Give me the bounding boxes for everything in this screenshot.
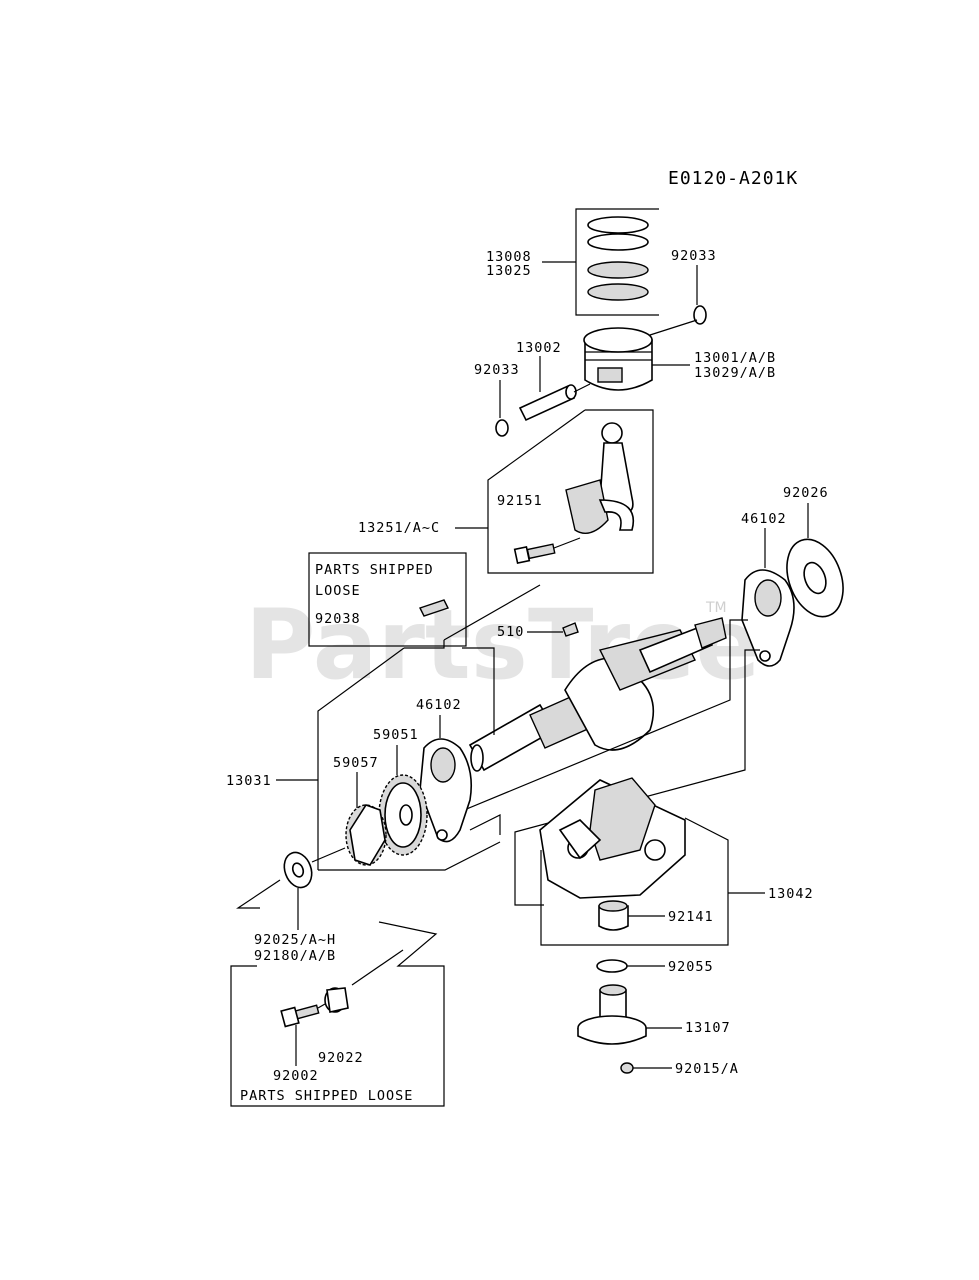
plate-46102-right-part[interactable] [741,569,795,667]
label-13029[interactable]: 13029/A/B [694,365,776,381]
crankcase-cover-part[interactable] [539,777,686,899]
label-13251[interactable]: 13251/A~C [358,520,440,536]
bracket-left-plate [469,814,501,835]
connecting-rod-part[interactable] [565,422,635,534]
piston-part[interactable] [583,327,653,391]
label-92026[interactable]: 92026 [783,485,829,501]
piston-pin-part[interactable] [518,384,577,422]
leader-loose-bottom [351,949,404,986]
bracket-13031-bottom [318,841,501,871]
snap-ring-right-part[interactable] [693,305,707,325]
key-510-part[interactable] [562,622,579,637]
label-46102-right[interactable]: 46102 [741,511,787,527]
label-13042[interactable]: 13042 [768,886,814,902]
label-13025[interactable]: 13025 [486,263,532,279]
label-92038[interactable]: 92038 [315,611,361,627]
gasket-92026-part[interactable] [777,532,853,625]
label-92015[interactable]: 92015/A [675,1061,739,1077]
loose-top-line2: LOOSE [315,583,361,599]
piston-rings-part[interactable] [587,216,649,301]
nut-92015-part[interactable] [620,1062,634,1074]
bushing-92141-part[interactable] [598,900,629,931]
gear-59051-part[interactable] [378,774,428,856]
gear-59057-part[interactable] [345,804,387,866]
bracket-line-c [462,647,495,735]
label-59051[interactable]: 59051 [373,727,419,743]
loose-top-line1: PARTS SHIPPED [315,562,434,578]
crankshaft-part[interactable] [468,617,727,772]
bracket-line-a [443,584,541,641]
bracket-13031-top [317,647,405,870]
loose-box-top [308,552,467,647]
bracket-13042 [540,817,729,946]
leader-piston-ring [649,319,698,336]
piston-rings-group [575,208,659,316]
label-92141[interactable]: 92141 [668,909,714,925]
label-92022[interactable]: 92022 [318,1050,364,1066]
conrod-box [487,409,654,574]
bracket-right-a [439,619,748,821]
leader-bolt [553,537,581,549]
plate-46102-left-part[interactable] [419,738,473,843]
bracket-line-b [404,640,445,649]
washer-92022-part[interactable] [324,987,349,1013]
bolt-92002-part[interactable] [280,1004,320,1028]
label-92033-right[interactable]: 92033 [671,248,717,264]
label-13031[interactable]: 13031 [226,773,272,789]
label-510[interactable]: 510 [497,624,524,640]
label-46102-left[interactable]: 46102 [416,697,462,713]
label-92151[interactable]: 92151 [497,493,543,509]
leader-pin-piston [573,383,591,393]
label-92180[interactable]: 92180/A/B [254,948,336,964]
label-92025[interactable]: 92025/A~H [254,932,336,948]
flange-13107-part[interactable] [577,984,647,1045]
watermark-tm: TM [705,600,727,616]
label-13008[interactable]: 13008 [486,249,532,265]
washer-92025-part[interactable] [280,849,317,892]
label-13107[interactable]: 13107 [685,1020,731,1036]
bracket-washer-left [236,879,281,909]
leader-washer-gear [311,847,346,863]
conrod-bolt-part[interactable] [513,543,556,565]
label-92002[interactable]: 92002 [273,1068,319,1084]
key-92038-part[interactable] [419,599,449,617]
label-92033-left[interactable]: 92033 [474,362,520,378]
loose-bottom-label: PARTS SHIPPED LOOSE [240,1088,413,1104]
label-13001[interactable]: 13001/A/B [694,350,776,366]
oring-92055-part[interactable] [596,959,628,973]
leader-bolt-washer [317,1003,326,1009]
label-13002[interactable]: 13002 [516,340,562,356]
loose-box-bottom [230,921,445,1107]
snap-ring-left-part[interactable] [495,419,509,437]
label-59057[interactable]: 59057 [333,755,379,771]
diagram-code: E0120-A201K [668,168,798,189]
label-92055[interactable]: 92055 [668,959,714,975]
